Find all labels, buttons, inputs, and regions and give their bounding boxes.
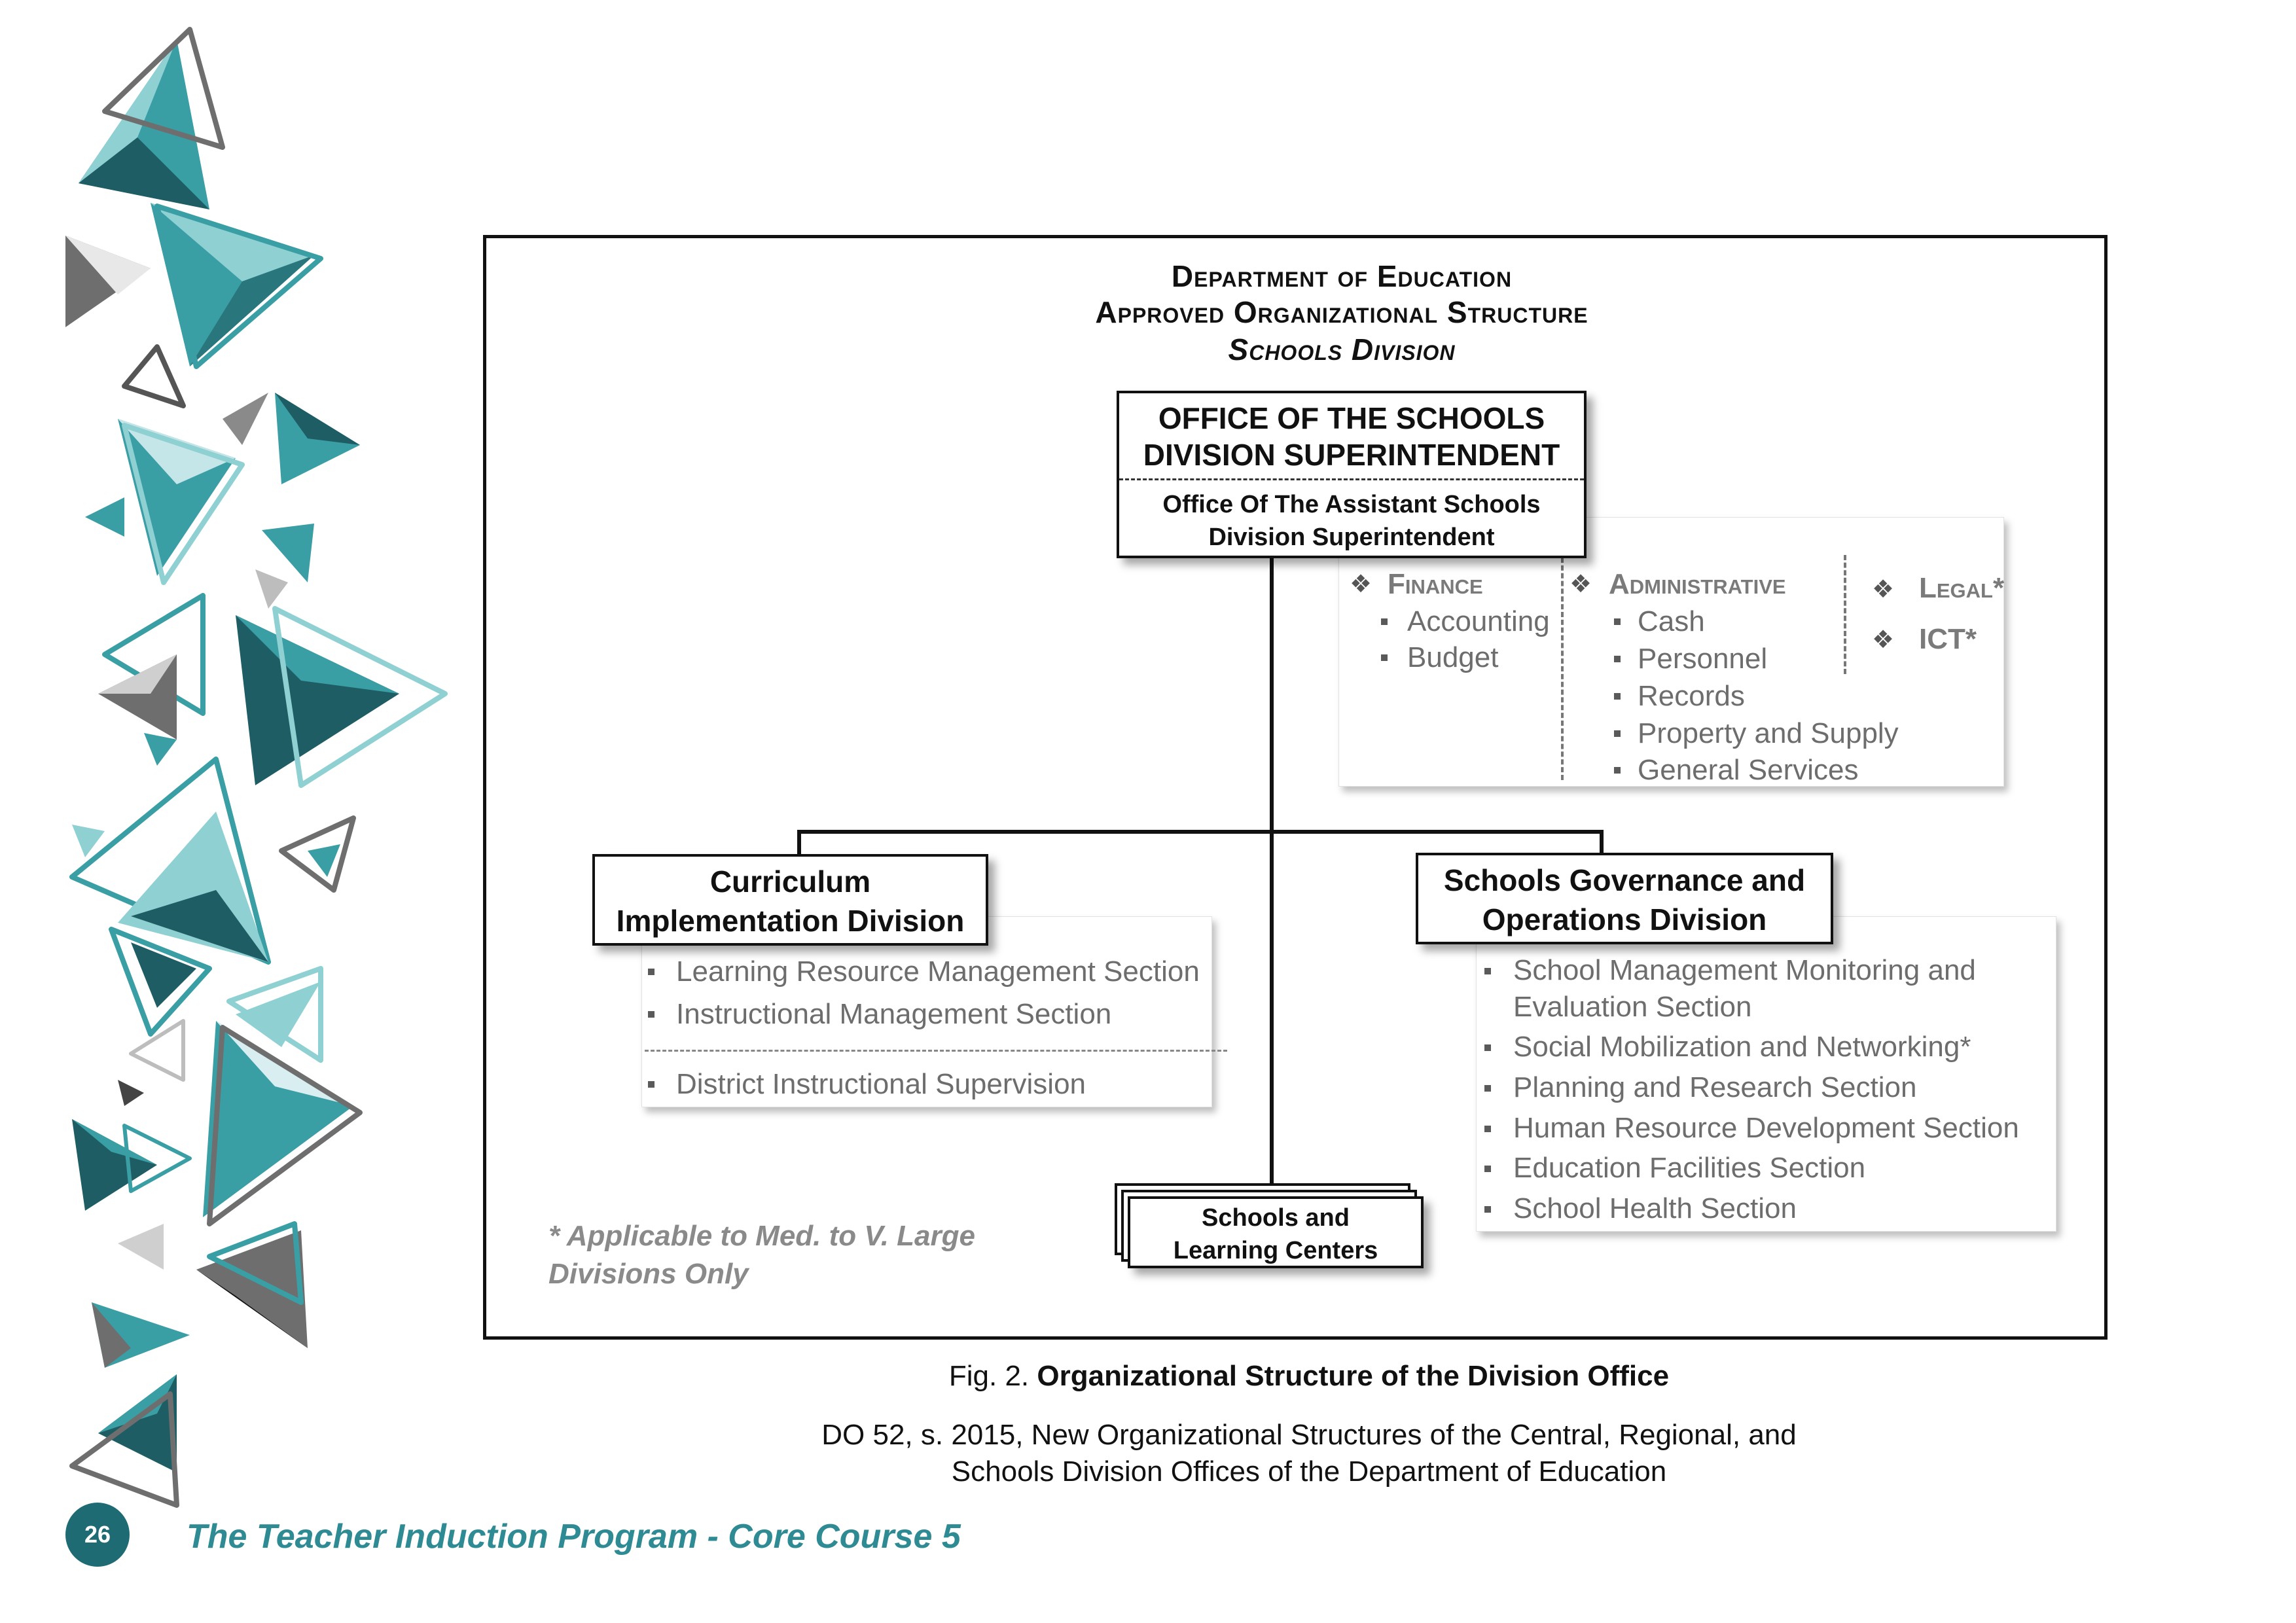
administrative-diamond-icon: ❖ — [1570, 571, 1592, 598]
connector-horizontal — [797, 830, 1604, 834]
ict-diamond-icon: ❖ — [1872, 626, 1895, 654]
cid-title-line2: Implementation Division — [616, 904, 965, 938]
figure-source-line2: Schools Division Offices of the Departme… — [951, 1455, 1667, 1488]
chart-header-line2: Approved Organizational Structure — [1095, 295, 1588, 329]
bullet-icon — [1381, 618, 1388, 625]
footer-title: The Teacher Induction Program - Core Cou… — [187, 1518, 961, 1556]
connector-to-sgod — [1600, 830, 1604, 856]
sgod-division-box: Schools Governance and Operations Divisi… — [1416, 853, 1833, 944]
asds-line2: Division Superintendent — [1208, 524, 1495, 551]
sds-dashed-divider — [1119, 478, 1584, 480]
administrative-item: Property and Supply — [1638, 717, 1899, 749]
connector-to-cid — [797, 830, 801, 857]
figure-caption-title: Organizational Structure of the Division… — [1037, 1360, 1670, 1392]
cid-dashed-divider — [645, 1050, 1227, 1052]
sgod-sections-panel — [1476, 916, 2056, 1232]
cid-section-item: Instructional Management Section — [676, 998, 1112, 1030]
figure-caption-prefix: Fig. 2. — [948, 1360, 1030, 1392]
chart-header-line1: Department of Education — [1171, 259, 1513, 293]
chart-header-line3: Schools Division — [1228, 332, 1456, 366]
bullet-icon — [1614, 618, 1621, 625]
sds-title-line1: OFFICE OF THE SCHOOLS — [1158, 401, 1545, 435]
support-divider-2 — [1844, 555, 1846, 674]
finance-title: Finance — [1388, 568, 1483, 600]
cid-section-item: Learning Resource Management Section — [676, 955, 1200, 988]
cid-sections-panel — [641, 916, 1212, 1107]
finance-item: Accounting — [1407, 605, 1550, 637]
support-divider-1 — [1561, 558, 1564, 780]
ict-title: ICT* — [1919, 623, 1977, 655]
bullet-icon — [1484, 968, 1491, 974]
bullet-icon — [1484, 1126, 1491, 1132]
cid-division-box: Curriculum Implementation Division — [592, 854, 988, 946]
schools-learning-centers-box: Schools and Learning Centers — [1128, 1196, 1424, 1268]
administrative-item: Records — [1638, 680, 1745, 712]
sgod-section-item: Evaluation Section — [1513, 991, 1752, 1023]
administrative-item: Personnel — [1638, 643, 1768, 675]
figure-source: DO 52, s. 2015, New Organizational Struc… — [655, 1417, 1964, 1490]
footnote: * Applicable to Med. to V. Large Divisio… — [548, 1217, 975, 1293]
administrative-item: General Services — [1638, 754, 1859, 786]
footnote-line2: Divisions Only — [548, 1258, 749, 1290]
administrative-title: Administrative — [1609, 568, 1786, 600]
finance-item: Budget — [1407, 641, 1499, 673]
sgod-title-line1: Schools Governance and — [1443, 863, 1806, 897]
schools-line1: Schools and — [1202, 1204, 1350, 1232]
finance-diamond-icon: ❖ — [1350, 571, 1372, 598]
connector-vertical-main — [1270, 555, 1274, 1186]
page-number-badge: 26 — [65, 1503, 130, 1567]
figure-frame — [483, 235, 2108, 1340]
sds-title-line2: DIVISION SUPERINTENDENT — [1143, 438, 1560, 472]
bullet-icon — [1614, 693, 1621, 700]
bullet-icon — [1484, 1044, 1491, 1051]
decorative-triangles — [65, 27, 448, 1508]
bullet-icon — [1484, 1206, 1491, 1213]
cid-title-line1: Curriculum — [709, 865, 871, 899]
support-units-panel — [1338, 517, 2004, 787]
sgod-section-item: Education Facilities Section — [1513, 1152, 1866, 1184]
schools-line2: Learning Centers — [1173, 1237, 1378, 1264]
bullet-icon — [648, 1081, 655, 1088]
figure-source-line1: DO 52, s. 2015, New Organizational Struc… — [821, 1419, 1797, 1451]
sgod-section-item: Social Mobilization and Networking* — [1513, 1031, 1971, 1063]
sgod-section-item: School Management Monitoring and — [1513, 954, 1976, 986]
bullet-icon — [1484, 1085, 1491, 1092]
legal-title: Legal* — [1919, 572, 2005, 604]
sgod-section-item: Human Resource Development Section — [1513, 1112, 2019, 1144]
sgod-section-item: Planning and Research Section — [1513, 1071, 1917, 1103]
figure-caption: Fig. 2. Organizational Structure of the … — [655, 1360, 1964, 1393]
legal-diamond-icon: ❖ — [1872, 576, 1895, 603]
bullet-icon — [1484, 1166, 1491, 1172]
asds-line1: Office Of The Assistant Schools — [1162, 491, 1541, 518]
bullet-icon — [648, 1011, 655, 1018]
bullet-icon — [648, 969, 655, 975]
administrative-item: Cash — [1638, 605, 1705, 637]
bullet-icon — [1381, 654, 1388, 661]
bullet-icon — [1614, 656, 1621, 662]
bullet-icon — [1614, 767, 1621, 774]
footnote-line1: * Applicable to Med. to V. Large — [548, 1220, 975, 1252]
sgod-title-line2: Operations Division — [1482, 902, 1767, 936]
cid-section-item: District Instructional Supervision — [676, 1068, 1086, 1100]
bullet-icon — [1614, 730, 1621, 737]
sgod-section-item: School Health Section — [1513, 1192, 1797, 1224]
sds-office-box: OFFICE OF THE SCHOOLS DIVISION SUPERINTE… — [1117, 391, 1587, 558]
